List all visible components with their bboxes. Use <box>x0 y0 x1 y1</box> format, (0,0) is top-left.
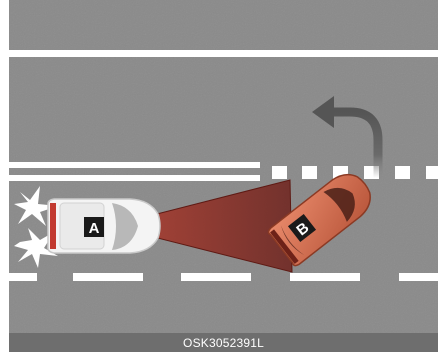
vehicle-a: A <box>48 199 160 253</box>
caption-bar: OSK3052391L <box>9 333 438 352</box>
lane-line-double-lower <box>9 175 260 181</box>
image-code: OSK3052391L <box>183 336 264 350</box>
lane-line-double-upper <box>9 162 260 168</box>
lane-line-top <box>9 50 438 57</box>
vehicle-a-label: A <box>89 220 100 237</box>
